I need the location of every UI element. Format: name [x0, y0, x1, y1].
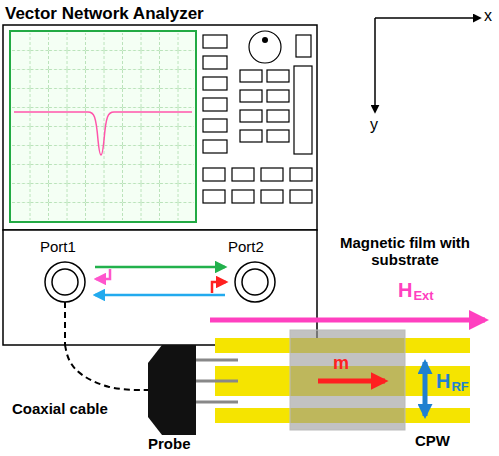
reflected-wave-1	[96, 269, 110, 279]
part-label: Probe	[148, 435, 191, 452]
x-axis	[375, 17, 480, 19]
knob-dot	[262, 37, 268, 43]
external-field-arrow	[210, 318, 485, 323]
vna-screen	[10, 31, 196, 222]
analyzer-unit: Vector Network Analyzer	[2, 2, 318, 345]
probe-tips	[196, 360, 238, 402]
port-connectors	[45, 262, 275, 302]
magnetization-symbol: m	[333, 353, 349, 374]
film-label: Magnetic film with substrate	[340, 234, 470, 269]
coaxial-cable	[65, 345, 148, 390]
magnetic-film	[290, 330, 405, 430]
cpw-label: CPW	[415, 432, 450, 449]
resonance-trace	[14, 112, 192, 155]
port-label: Port2	[228, 238, 264, 255]
magnetization-arrow	[318, 379, 385, 384]
transmitted-wave	[95, 266, 225, 269]
field-subscript: RF	[451, 380, 468, 395]
rf-field-arrow	[423, 362, 428, 416]
vna-upper-panel	[3, 25, 317, 230]
axis-label: x	[484, 7, 492, 25]
axis-label: y	[370, 116, 378, 134]
screen-grid	[12, 33, 194, 220]
coax-start	[64, 302, 66, 345]
field-subscript: Ext	[413, 289, 433, 304]
probe-shape	[148, 345, 198, 437]
reverse-wave	[95, 294, 225, 297]
reflected-wave-2	[212, 282, 226, 293]
instrument-title: Vector Network Analyzer	[5, 4, 204, 24]
vna-buttons	[203, 31, 312, 203]
field-symbol: H	[398, 279, 412, 302]
cable-label: Coaxial cable	[12, 400, 108, 417]
y-axis	[374, 18, 376, 112]
field-symbol: H	[436, 370, 450, 393]
probe-block: Probe	[148, 345, 198, 453]
vna-port-panel	[3, 230, 317, 345]
probe-body	[148, 345, 196, 435]
port-label: Port1	[40, 238, 76, 255]
